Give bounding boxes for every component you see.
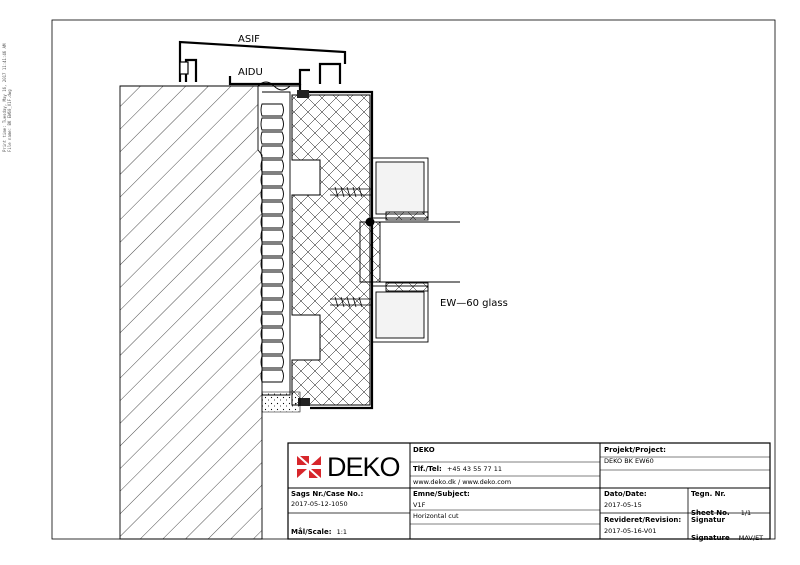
signature-label-1: Signatur	[691, 516, 725, 524]
revision-cell: Revideret/Revision: 2017-05-16-V01	[604, 516, 681, 535]
label-glass: EW—60 glass	[440, 298, 508, 309]
project-cell: Projekt/Project: DEKO BK EW60	[604, 446, 666, 465]
sheet-label: Sheet No.	[691, 509, 730, 517]
date-cell: Dato/Date: 2017-05-15	[604, 490, 647, 509]
scale-cell: Mål/Scale: 1:1	[291, 519, 347, 538]
revision-label: Revideret/Revision:	[604, 516, 682, 524]
seal-bottom	[298, 398, 310, 406]
filler-bottom	[261, 391, 301, 413]
title-block-grid	[287, 442, 771, 540]
scale-label: Mål/Scale:	[291, 528, 332, 536]
label-asif: ASIF	[238, 34, 260, 45]
phone-label: Tlf./Tel:	[413, 465, 442, 473]
signature-value: MAV/ET	[738, 534, 764, 542]
scale-value: 1:1	[336, 528, 348, 536]
signature-label-2: Signature	[691, 534, 730, 542]
case-value: 2017-05-12-1050	[291, 500, 348, 508]
subject-value-1: V1F	[413, 501, 426, 509]
case-cell: Sags Nr./Case No.: 2017-05-12-1050	[291, 490, 363, 508]
company-name: DEKO	[413, 446, 435, 454]
company-name-cell: DEKO Tlf./Tel: +45 43 55 77 11 www.deko.…	[413, 446, 511, 486]
revision-value: 2017-05-16-V01	[604, 527, 657, 535]
glass-assembly	[359, 157, 460, 343]
drawing-no-cell: Tegn. Nr. Sheet No. 1/1	[691, 490, 751, 519]
seal-top	[297, 90, 309, 98]
drawing-no-label: Tegn. Nr.	[691, 490, 726, 498]
signature-cell: Signatur Signature MAV/ET	[691, 516, 763, 544]
phone-value: +45 43 55 77 11	[446, 465, 503, 473]
project-value: DEKO BK EW60	[604, 457, 654, 465]
screw-upper	[330, 186, 372, 198]
project-label: Projekt/Project:	[604, 446, 666, 454]
sheet-value: 1/1	[740, 509, 752, 517]
deko-logo-text: DEKO	[327, 452, 401, 482]
cap-detail	[179, 61, 189, 75]
date-value: 2017-05-15	[604, 501, 642, 509]
subject-value-2: Horizontal cut	[413, 512, 459, 520]
label-aidu: AIDU	[238, 67, 263, 78]
subject-cell: Emne/Subject: V1F Horizontal cut	[413, 490, 470, 520]
web-links: www.deko.dk / www.deko.com	[413, 478, 512, 486]
deko-logo-mark	[297, 456, 321, 478]
date-label: Dato/Date:	[604, 490, 647, 498]
case-label: Sags Nr./Case No.:	[291, 490, 364, 498]
wall	[119, 85, 263, 540]
subject-label: Emne/Subject:	[413, 490, 470, 498]
screw-lower	[330, 296, 372, 308]
core-insulation	[291, 94, 371, 406]
